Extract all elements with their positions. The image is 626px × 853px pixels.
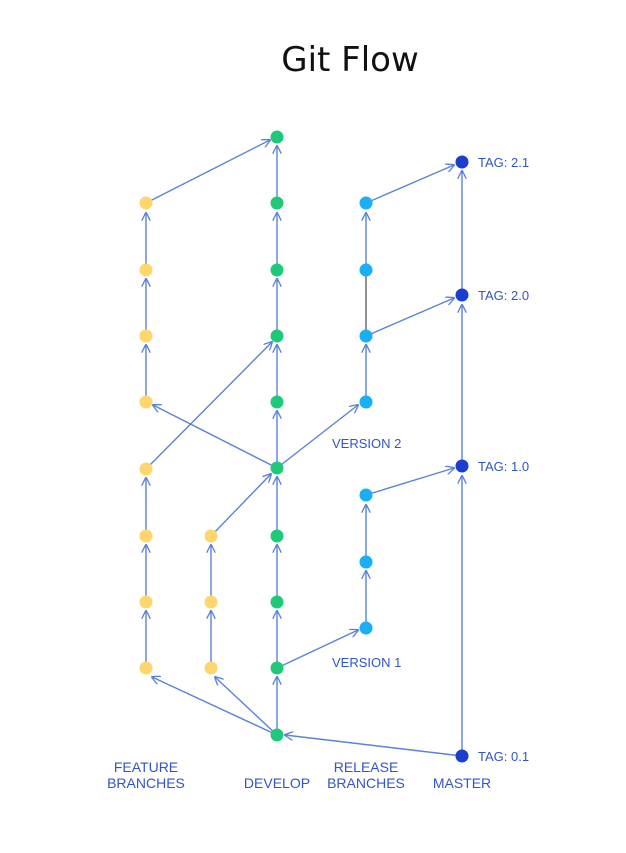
- tag-label-2-0: TAG: 2.0: [478, 288, 529, 303]
- develop-label: DEVELOP: [244, 775, 310, 791]
- tag-label-0-1: TAG: 0.1: [478, 749, 529, 764]
- master-commit-node: [455, 155, 469, 169]
- tag-label-1-0: TAG: 1.0: [478, 459, 529, 474]
- version-2-label: VERSION 2: [332, 436, 401, 451]
- develop-commit-node: [270, 395, 284, 409]
- feature-to-develop-edge: [145, 140, 270, 204]
- master-commit-node: [455, 749, 469, 763]
- master-label: MASTER: [433, 775, 491, 791]
- release-commit-node: [359, 196, 373, 210]
- release-commit-node: [359, 488, 373, 502]
- develop-nodes: [270, 130, 284, 742]
- feature-nodes: [139, 196, 218, 675]
- release-commit-node: [359, 329, 373, 343]
- release-nodes: [359, 196, 373, 635]
- master-to-develop-edge: [285, 735, 463, 757]
- release-commit-node: [359, 621, 373, 635]
- develop-commit-node: [270, 661, 284, 675]
- develop-to-feature-edge: [152, 677, 278, 736]
- develop-to-release-edge: [276, 405, 358, 469]
- develop-to-feature-edge: [153, 405, 278, 469]
- release-branches-label-line2: BRANCHES: [327, 775, 405, 791]
- feature-commit-node: [139, 395, 153, 409]
- master-commit-node: [455, 459, 469, 473]
- feature-commit-node: [139, 529, 153, 543]
- release-to-master-edge: [365, 165, 454, 204]
- master-nodes: [455, 155, 469, 763]
- feature-commit-node: [139, 329, 153, 343]
- develop-commit-node: [270, 196, 284, 210]
- develop-commit-node: [270, 329, 284, 343]
- feature-commit-node: [139, 196, 153, 210]
- develop-commit-node: [270, 130, 284, 144]
- release-branches-label-line1: RELEASE: [334, 759, 399, 775]
- feature-commit-node: [139, 462, 153, 476]
- feature-commit-node: [204, 529, 218, 543]
- develop-commit-node: [270, 529, 284, 543]
- release-commit-node: [359, 395, 373, 409]
- release-commit-node: [359, 555, 373, 569]
- develop-commit-node: [270, 461, 284, 475]
- tag-label-2-1: TAG: 2.1: [478, 155, 529, 170]
- master-commit-node: [455, 288, 469, 302]
- develop-commit-node: [270, 263, 284, 277]
- release-to-master-edge: [365, 298, 454, 337]
- feature-branches-label-line1: FEATURE: [114, 759, 178, 775]
- feature-commit-node: [204, 595, 218, 609]
- feature-to-develop-edge: [210, 474, 271, 537]
- develop-commit-node: [270, 595, 284, 609]
- develop-to-release-edge: [276, 630, 358, 669]
- feature-to-develop-edge: [145, 342, 272, 470]
- feature-commit-node: [139, 595, 153, 609]
- edges: [145, 140, 463, 757]
- release-commit-node: [359, 263, 373, 277]
- feature-branches-label-line2: BRANCHES: [107, 775, 185, 791]
- feature-commit-node: [204, 661, 218, 675]
- version-1-label: VERSION 1: [332, 655, 401, 670]
- feature-commit-node: [139, 661, 153, 675]
- release-to-master-edge: [365, 468, 454, 496]
- feature-commit-node: [139, 263, 153, 277]
- diagram-title: Git Flow: [281, 40, 419, 80]
- develop-commit-node: [270, 728, 284, 742]
- develop-to-feature-edge: [215, 677, 278, 736]
